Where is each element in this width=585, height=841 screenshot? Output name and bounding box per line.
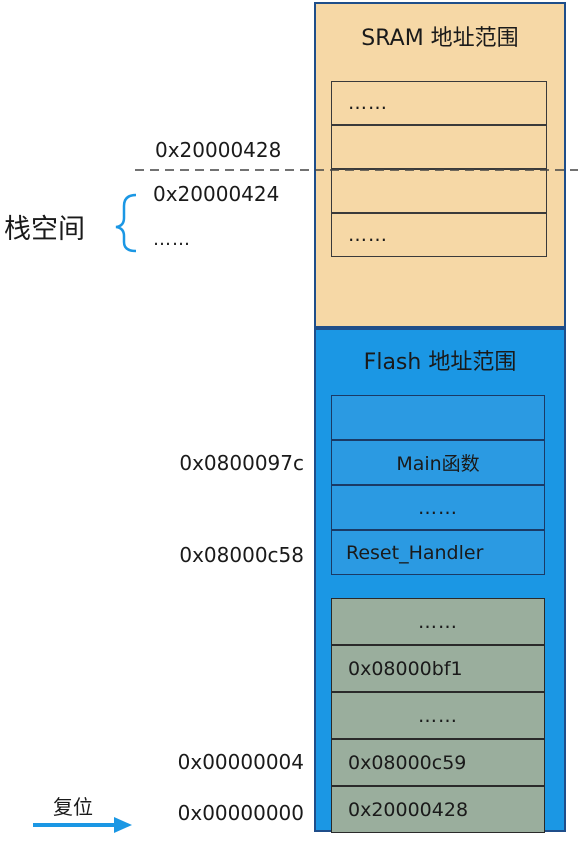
sram-cell-dots-top: …… — [331, 81, 547, 125]
flash-cell-dots: …… — [331, 485, 545, 530]
flash-cell-main: Main函数 — [331, 440, 545, 485]
sram-cell-3 — [331, 169, 547, 213]
sram-cell-2 — [331, 125, 547, 169]
stack-space-label: 栈空间 — [4, 214, 85, 245]
addr-sp-dots: …… — [153, 229, 191, 250]
addr-vector-reset: 0x00000004 — [177, 750, 304, 774]
vector-cell-0x08000bf1: 0x08000bf1 — [331, 645, 545, 692]
sram-title: SRAM 地址范围 — [361, 26, 519, 51]
vector-cell-reset-vector: 0x08000c59 — [331, 739, 545, 786]
vector-cell-dots-bottom: …… — [331, 692, 545, 739]
addr-reset-handler: 0x08000c58 — [179, 543, 304, 567]
sram-cell-dots-bottom: …… — [331, 213, 547, 257]
vector-cell-initial-sp: 0x20000428 — [331, 786, 545, 833]
reset-arrow-head — [114, 817, 132, 833]
addr-vector-sp: 0x00000000 — [177, 801, 304, 825]
vector-cell-dots-top: …… — [331, 598, 545, 645]
addr-sp-next: 0x20000424 — [153, 182, 280, 206]
stack-brace — [115, 193, 137, 253]
flash-cell-reset-handler: Reset_Handler — [331, 530, 545, 575]
addr-sp-top: 0x20000428 — [155, 138, 282, 162]
reset-label: 复位 — [53, 795, 93, 819]
flash-cell-top — [331, 395, 545, 440]
addr-main: 0x0800097c — [179, 451, 304, 475]
flash-title: Flash 地址范围 — [363, 350, 517, 375]
